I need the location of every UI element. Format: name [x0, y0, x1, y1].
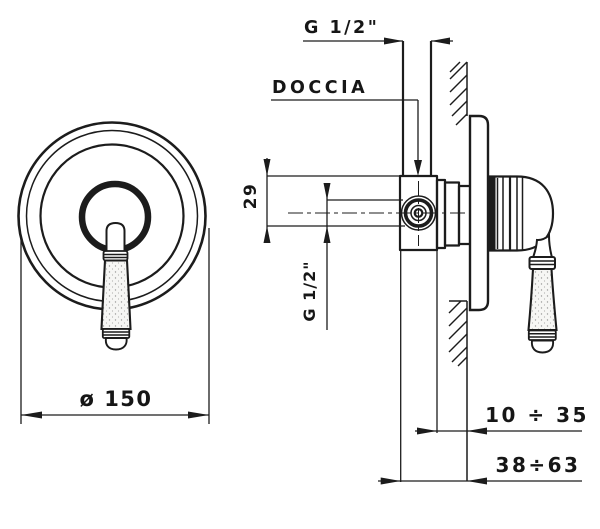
wall-lower [448, 300, 468, 481]
dimension-plate-diameter: ø 150 [20, 228, 210, 424]
faceplate-side [468, 114, 490, 312]
lever-body-side [527, 267, 558, 332]
front-view: ø 150 [17, 121, 210, 424]
dome-cap [510, 175, 555, 252]
lever-tip-front [104, 337, 128, 351]
riser-pipe [401, 41, 433, 176]
finished-wall-range-label: 10 ÷ 35 [485, 403, 589, 427]
side-thread-label: G 1/2" [300, 260, 319, 321]
wall-upper [449, 61, 468, 126]
lever-handle-front [100, 221, 132, 351]
trim-sleeve [435, 178, 473, 250]
doccia-leader: DOCCIA [271, 78, 422, 176]
side-view: G 1/2" DOCCIA [241, 18, 589, 485]
dimension-side-thread: G 1/2" [300, 183, 403, 330]
dimension-finished-wall-range: 10 ÷ 35 [415, 250, 589, 435]
handle-neck-side [531, 233, 554, 259]
lever-body-front [100, 259, 132, 331]
rough-in-range-label: 38÷63 [496, 453, 581, 477]
wall-hatch-upper [449, 61, 468, 126]
plate-diameter-label: ø 150 [79, 387, 152, 411]
lever-tip-side [530, 339, 555, 354]
wall-hatch-lower [448, 300, 468, 367]
cap-collar [487, 175, 512, 252]
lever-handle-side [527, 233, 558, 354]
outlet-offset-label: 29 [241, 183, 261, 210]
dimension-outlet-offset: 29 [241, 158, 405, 243]
side-outlet-port [400, 195, 437, 231]
doccia-label: DOCCIA [272, 78, 368, 98]
dimension-rough-in-range: 38÷63 [378, 250, 582, 485]
dimension-top-thread: G 1/2" [303, 18, 453, 45]
top-thread-label: G 1/2" [304, 18, 379, 38]
